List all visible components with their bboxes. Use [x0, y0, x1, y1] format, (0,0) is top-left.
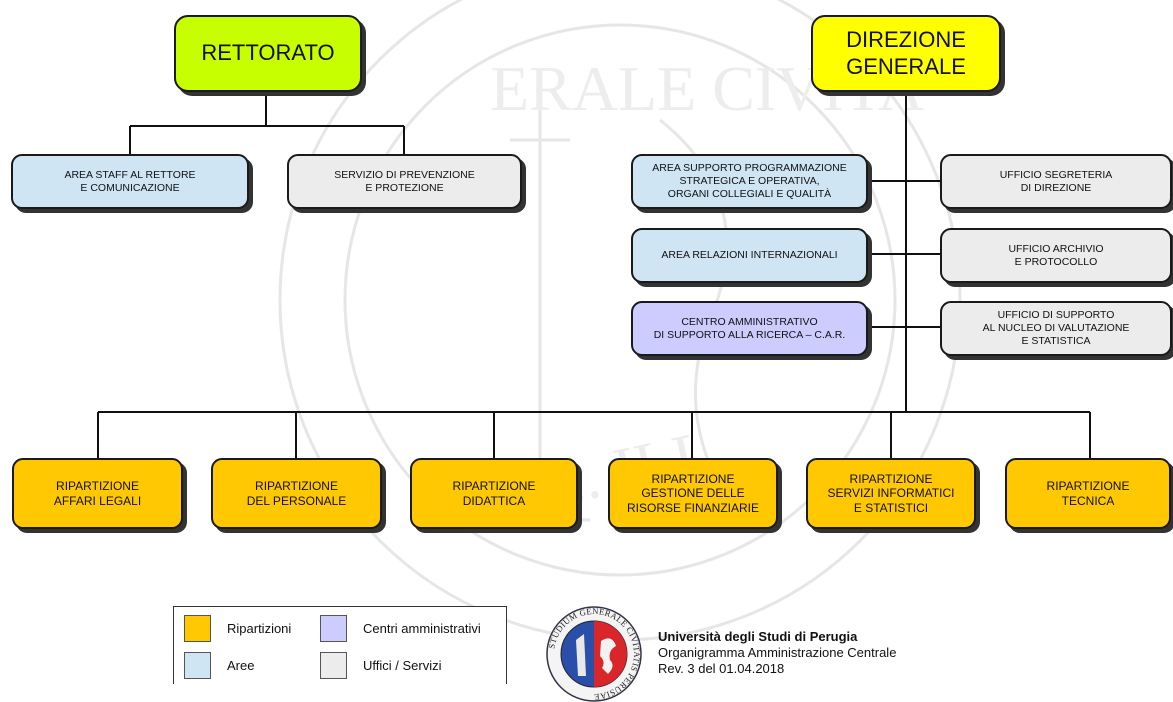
- legend-item-aree: Aree: [184, 652, 254, 679]
- legend-label-ripartizioni: Ripartizioni: [227, 621, 292, 636]
- ripartizione-risorse-finanziarie-box: RIPARTIZIONE GESTIONE DELLE RISORSE FINA…: [608, 458, 778, 529]
- legend-label-uffici: Uffici / Servizi: [363, 658, 442, 673]
- area-programmazione-box: AREA SUPPORTO PROGRAMMAZIONE STRATEGICA …: [631, 154, 868, 209]
- ripartizione-tecnica-box: RIPARTIZIONE TECNICA: [1005, 458, 1171, 529]
- area-programmazione-label: AREA SUPPORTO PROGRAMMAZIONE STRATEGICA …: [652, 162, 847, 200]
- legend: Ripartizioni Centri amministrativi Aree …: [173, 606, 507, 684]
- ufficio-nucleo-box: UFFICIO DI SUPPORTO AL NUCLEO DI VALUTAZ…: [940, 301, 1172, 356]
- ripartizione-servizi-informatici-box: RIPARTIZIONE SERVIZI INFORMATICI E STATI…: [806, 458, 976, 529]
- legend-swatch-aree: [184, 652, 211, 679]
- direzione-generale-label: DIREZIONE GENERALE: [846, 26, 966, 79]
- ripartizione-label: RIPARTIZIONE DIDATTICA: [452, 478, 536, 508]
- area-staff-box: AREA STAFF AL RETTORE E COMUNICAZIONE: [11, 154, 249, 209]
- ripartizione-affari-legali-box: RIPARTIZIONE AFFARI LEGALI: [12, 458, 183, 529]
- legend-item-uffici: Uffici / Servizi: [320, 652, 442, 679]
- ripartizione-personale-box: RIPARTIZIONE DEL PERSONALE: [211, 458, 382, 529]
- centro-car-label: CENTRO AMMINISTRATIVO DI SUPPORTO ALLA R…: [653, 315, 846, 341]
- legend-swatch-uffici: [320, 652, 347, 679]
- ufficio-segreteria-label: UFFICIO SEGRETERIA DI DIREZIONE: [999, 168, 1113, 194]
- centro-car-box: CENTRO AMMINISTRATIVO DI SUPPORTO ALLA R…: [631, 301, 868, 356]
- ufficio-segreteria-box: UFFICIO SEGRETERIA DI DIREZIONE: [940, 154, 1172, 209]
- legend-item-ripartizioni: Ripartizioni: [184, 615, 291, 642]
- ufficio-archivio-label: UFFICIO ARCHIVIO E PROTOCOLLO: [1008, 242, 1104, 268]
- ripartizione-didattica-box: RIPARTIZIONE DIDATTICA: [410, 458, 578, 529]
- direzione-generale-box: DIREZIONE GENERALE: [811, 15, 1001, 92]
- ripartizione-label: RIPARTIZIONE TECNICA: [1046, 478, 1130, 508]
- document-revision: Rev. 3 del 01.04.2018: [658, 661, 785, 676]
- ripartizione-label: RIPARTIZIONE SERVIZI INFORMATICI E STATI…: [827, 471, 955, 515]
- university-name: Università degli Studi di Perugia: [658, 629, 858, 644]
- university-seal-icon: STUDIUM GENERALE CIVITATIS PERUSIAE: [546, 606, 642, 702]
- legend-swatch-centri: [320, 615, 347, 642]
- servizio-prevenzione-box: SERVIZIO DI PREVENZIONE E PROTEZIONE: [287, 154, 522, 209]
- area-relazioni-box: AREA RELAZIONI INTERNAZIONALI: [631, 228, 868, 283]
- legend-label-centri: Centri amministrativi: [363, 621, 481, 636]
- legend-label-aree: Aree: [227, 658, 255, 673]
- legend-item-centri: Centri amministrativi: [320, 615, 481, 642]
- ripartizione-label: RIPARTIZIONE GESTIONE DELLE RISORSE FINA…: [626, 471, 760, 515]
- ripartizione-label: RIPARTIZIONE DEL PERSONALE: [246, 478, 347, 508]
- servizio-prevenzione-label: SERVIZIO DI PREVENZIONE E PROTEZIONE: [334, 168, 475, 194]
- ripartizione-label: RIPARTIZIONE AFFARI LEGALI: [53, 478, 142, 508]
- university-info: Università degli Studi di Perugia Organi…: [658, 629, 896, 677]
- document-subtitle: Organigramma Amministrazione Centrale: [658, 645, 897, 660]
- area-relazioni-label: AREA RELAZIONI INTERNAZIONALI: [661, 249, 838, 262]
- legend-swatch-ripartizioni: [184, 615, 211, 642]
- ufficio-archivio-box: UFFICIO ARCHIVIO E PROTOCOLLO: [940, 228, 1172, 283]
- ufficio-nucleo-label: UFFICIO DI SUPPORTO AL NUCLEO DI VALUTAZ…: [982, 309, 1130, 347]
- seal-watermark-icon: ERALE CIVITA A P ... ILL: [278, 0, 962, 642]
- area-staff-label: AREA STAFF AL RETTORE E COMUNICAZIONE: [64, 168, 196, 194]
- rettorato-box: RETTORATO: [174, 15, 362, 92]
- rettorato-label: RETTORATO: [201, 40, 335, 66]
